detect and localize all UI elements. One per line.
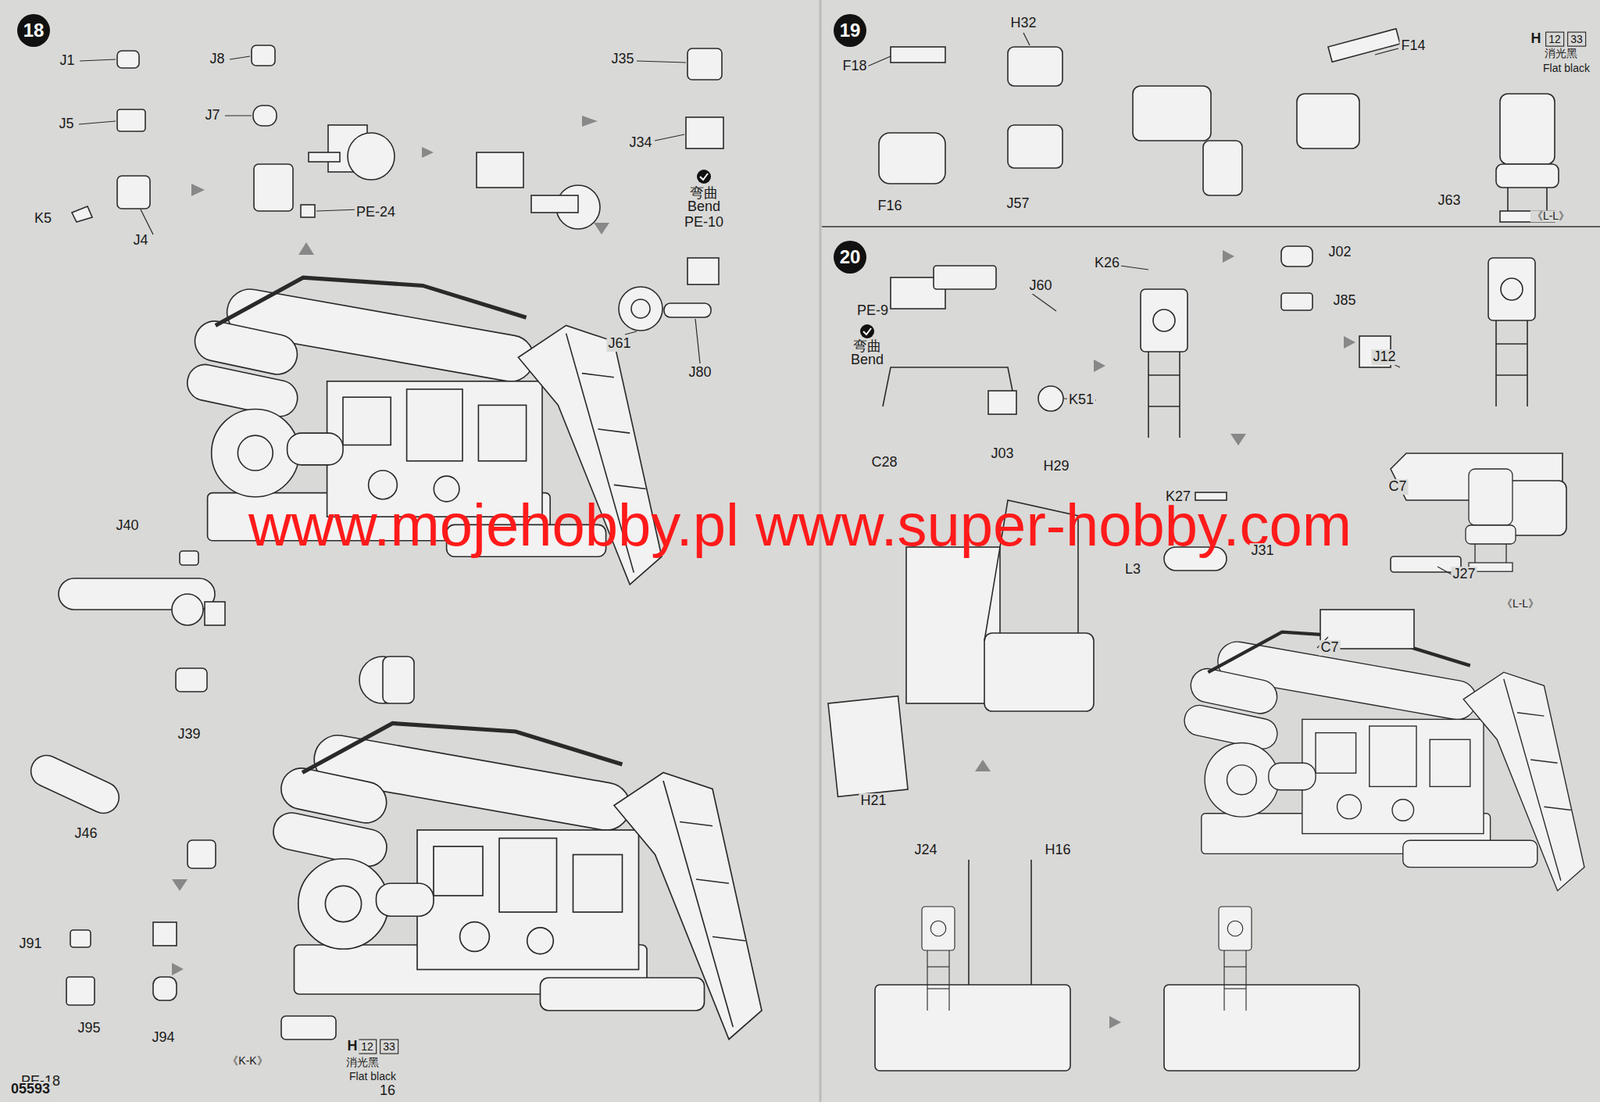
color-code-box: 33: [1567, 32, 1586, 47]
color-code-box: 12: [357, 1039, 377, 1054]
part-label: PE-10: [682, 214, 725, 231]
part-label: C7: [1318, 639, 1340, 656]
part-label: J7: [203, 107, 222, 124]
part-label: 《L-L》: [1530, 210, 1572, 222]
part-label: J61: [606, 335, 633, 352]
step-number: 20: [833, 240, 867, 274]
part-label: H29: [1041, 458, 1071, 475]
part-label: J95: [75, 1020, 102, 1036]
part-label: J40: [114, 517, 140, 534]
part-label: Flat black: [347, 1070, 398, 1083]
part-label: C28: [869, 454, 899, 471]
part-label: J91: [17, 935, 43, 952]
node-text: 33: [382, 1039, 396, 1054]
part-label: K51: [1067, 392, 1096, 408]
part-label: J27: [1450, 566, 1477, 583]
part-label: J57: [1004, 196, 1031, 212]
part-label: J4: [131, 232, 150, 249]
part-label: J80: [686, 364, 713, 381]
part-label: PE-9: [855, 303, 890, 319]
part-label: J12: [1371, 349, 1397, 365]
part-label: K5: [32, 210, 54, 227]
part-label: C7: [1386, 478, 1408, 495]
part-label: 《K-K》: [225, 1054, 269, 1067]
part-label: J60: [1027, 278, 1054, 294]
part-label: J5: [57, 116, 75, 133]
part-label: 16: [378, 1082, 397, 1099]
node-text: 20: [839, 246, 861, 268]
node-text: 12: [1548, 32, 1561, 47]
node-text: 33: [1570, 32, 1583, 47]
part-label: F18: [840, 58, 868, 75]
part-label: K27: [1164, 489, 1193, 505]
color-code-box: 33: [379, 1039, 399, 1054]
part-label: 消光黑: [344, 1056, 381, 1068]
part-label: J31: [1249, 542, 1275, 559]
part-label: 《L-L》: [1500, 597, 1541, 610]
part-label: J24: [912, 842, 939, 858]
part-label: J02: [1326, 244, 1353, 261]
part-label: F16: [875, 198, 904, 215]
part-label: J39: [175, 726, 202, 743]
part-label: J8: [207, 51, 226, 68]
part-label: H21: [858, 792, 888, 809]
part-label: J46: [72, 825, 99, 842]
part-label: L3: [1123, 561, 1143, 578]
part-label: H: [346, 1038, 360, 1054]
node-text: 18: [23, 19, 45, 42]
part-label: J34: [627, 135, 654, 151]
node-text: 12: [360, 1039, 374, 1054]
part-label: J35: [609, 51, 636, 68]
part-label: H: [1529, 31, 1543, 47]
step-number: 18: [17, 14, 50, 47]
part-label: J63: [1435, 192, 1462, 209]
part-label: J1: [57, 53, 76, 69]
step-number: 19: [833, 14, 867, 47]
part-label: Bend: [685, 199, 722, 215]
part-label: J85: [1331, 292, 1358, 309]
part-label: F14: [1399, 38, 1427, 54]
part-label: J94: [150, 1029, 176, 1046]
part-label: Bend: [849, 352, 886, 368]
part-label: 05593: [9, 1081, 52, 1097]
part-label: K26: [1092, 255, 1122, 272]
part-label: PE-24: [354, 204, 397, 221]
part-label: Flat black: [1541, 62, 1592, 75]
part-label: 消光黑: [1542, 47, 1579, 60]
node-text: 19: [839, 19, 861, 42]
part-label: J03: [989, 446, 1015, 462]
color-code-box: 12: [1545, 32, 1565, 47]
part-label: H32: [1008, 15, 1038, 32]
part-label: H16: [1042, 842, 1072, 858]
